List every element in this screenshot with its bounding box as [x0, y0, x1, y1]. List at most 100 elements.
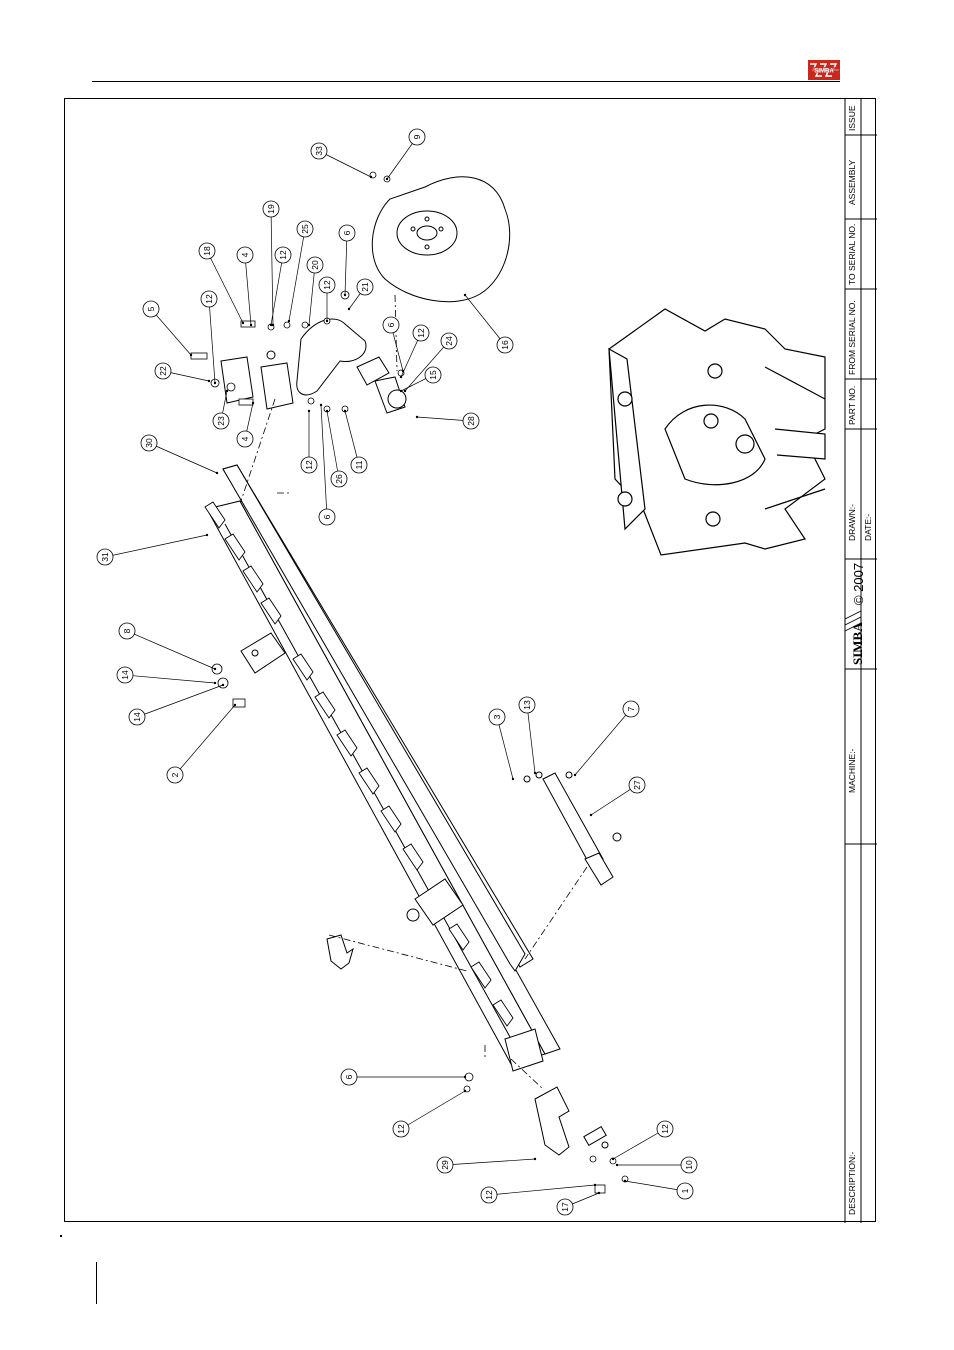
callout-number: 27: [632, 780, 642, 790]
callout-arrowhead: [234, 704, 236, 706]
part-no-label: PART NO.: [847, 386, 857, 425]
fasteners: [191, 172, 628, 1193]
callout-leader: [327, 411, 339, 479]
callout-arrowhead: [214, 382, 216, 384]
callout-number: 1: [680, 1188, 690, 1193]
callout-leader: [309, 265, 315, 325]
callout-number: 12: [322, 280, 332, 290]
callout-leader: [271, 255, 283, 325]
callout-arrowhead: [270, 324, 272, 326]
callout-arrowhead: [326, 320, 328, 322]
callout-leader: [207, 251, 243, 323]
callout-arrowhead: [624, 1180, 626, 1182]
callout-arrowhead: [190, 354, 192, 356]
callout-leader: [319, 151, 371, 177]
callout-number: 24: [444, 336, 454, 346]
callout-number: 14: [132, 712, 142, 722]
callout-number: 30: [144, 438, 154, 448]
callout-leader: [345, 233, 347, 295]
callout-leader: [151, 309, 191, 355]
callout-number: 23: [216, 416, 226, 426]
callout-number: 12: [416, 328, 426, 338]
assembly-label: ASSEMBLY: [847, 159, 857, 205]
callout-leader: [209, 299, 215, 383]
callout-leader: [175, 705, 235, 775]
notched-disc: [372, 177, 509, 302]
callout-number: 2: [170, 772, 180, 777]
callout-arrowhead: [326, 410, 328, 412]
main-beam: [207, 465, 560, 1064]
callout-leader: [445, 1159, 535, 1165]
callout-arrowhead: [598, 1192, 600, 1194]
callout-leader: [497, 717, 513, 779]
callout-number: 6: [322, 514, 332, 519]
photo-inset: [609, 309, 825, 555]
callout-arrowhead: [344, 294, 346, 296]
callout-arrowhead: [206, 534, 208, 536]
issue-label: ISSUE: [847, 105, 857, 131]
callout-arrowhead: [400, 390, 402, 392]
callout-arrowhead: [344, 410, 346, 412]
callout-leader: [401, 1091, 465, 1129]
simba-logo: SIMBA: [808, 60, 840, 80]
callout-number: 12: [396, 1124, 406, 1134]
callout-leader: [575, 709, 631, 775]
callout-number: 12: [304, 460, 314, 470]
callout-arrowhead: [534, 772, 536, 774]
callout-number: 8: [122, 628, 132, 633]
callout-arrowhead: [214, 668, 216, 670]
pivot-arm: [524, 772, 621, 885]
callout-number: 31: [100, 552, 110, 562]
callout-leader: [321, 405, 327, 517]
callout-arrowhead: [288, 320, 290, 322]
callout-arrowhead: [616, 1164, 618, 1166]
callout-arrowhead: [222, 684, 224, 686]
callout-number: 12: [204, 294, 214, 304]
exploded-assembly-drawing: DESCRIPTION:- MACHINE:- SIMBA © 2007 DRA…: [65, 99, 877, 1223]
brand-wordmark: SIMBA: [850, 622, 865, 665]
callout-number: 6: [386, 322, 396, 327]
callout-leader: [271, 209, 273, 325]
callout-arrowhead: [574, 774, 576, 776]
callout-leader: [489, 1185, 595, 1195]
footer-rule: [96, 1262, 97, 1304]
date-label: DATE:-: [863, 514, 873, 541]
callout-number: 10: [684, 1160, 694, 1170]
callout-number: 33: [314, 146, 324, 156]
callout-arrowhead: [534, 1158, 536, 1160]
callout-number: 29: [440, 1160, 450, 1170]
callout-arrowhead: [242, 322, 244, 324]
center-lines: [241, 295, 587, 1089]
callout-number: 15: [428, 370, 438, 380]
callout-leader: [289, 229, 305, 321]
callout-number: 28: [466, 416, 476, 426]
callout-leader: [125, 675, 215, 683]
description-label: DESCRIPTION:-: [847, 1152, 857, 1215]
callout-arrowhead: [464, 1090, 466, 1092]
header-rule: [92, 81, 840, 82]
callout-leader: [625, 1181, 685, 1191]
callout-number: 12: [278, 250, 288, 260]
callout-arrowhead: [386, 178, 388, 180]
callout-arrowhead: [464, 294, 466, 296]
callout-number: 9: [412, 134, 422, 139]
end-bracket: [535, 1087, 608, 1155]
callout-leader: [127, 631, 215, 669]
callout-leader: [105, 535, 207, 557]
callout-arrowhead: [416, 416, 418, 418]
drawing-frame: DESCRIPTION:- MACHINE:- SIMBA © 2007 DRA…: [64, 98, 876, 1222]
mounting-strip: [223, 465, 525, 971]
callout-number: 4: [240, 436, 250, 441]
svg-text:SIMBA: SIMBA: [814, 68, 834, 74]
callout-number: 14: [120, 670, 130, 680]
machine-label: MACHINE:-: [847, 748, 857, 793]
arm-brackets: [221, 351, 293, 409]
callout-arrowhead: [208, 380, 210, 382]
callout-arrowhead: [308, 324, 310, 326]
drawn-label: DRAWN:-: [847, 504, 857, 541]
callout-arrowhead: [214, 682, 216, 684]
callout-number: 13: [522, 700, 532, 710]
callout-number: 22: [158, 366, 168, 376]
callout-number: 3: [492, 714, 502, 719]
callout-arrowhead: [400, 376, 402, 378]
